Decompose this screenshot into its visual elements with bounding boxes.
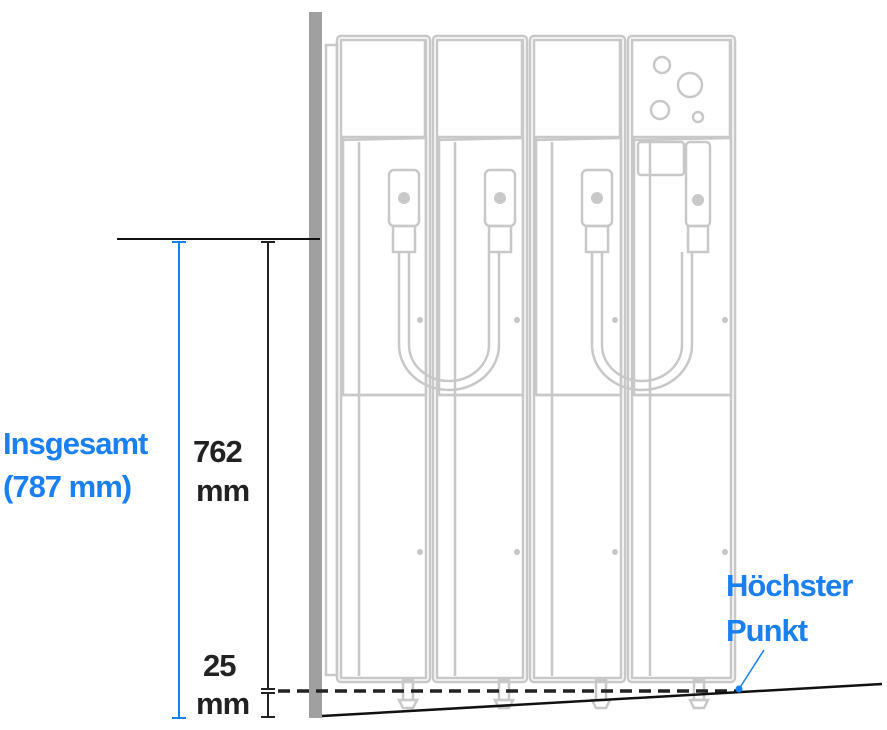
cabinet-top-panel [631, 40, 732, 142]
screw [514, 317, 520, 323]
gap-dimension-line [261, 692, 275, 718]
cable-loop-inner [407, 252, 491, 383]
cabinet-top-panel [533, 40, 622, 142]
height-dimension-line [261, 241, 275, 690]
height-value: 762 [193, 434, 242, 469]
screw [417, 549, 423, 555]
gap-unit: mm [196, 686, 249, 721]
cabinet-module [528, 34, 627, 684]
cable-loop [590, 252, 694, 392]
knockout-hole [649, 99, 671, 121]
connector-neck [487, 224, 513, 254]
cabinet-door [341, 135, 428, 397]
knockout-hole [652, 55, 672, 75]
total-height-label: Insgesamt [3, 426, 148, 461]
highest-point-label: Höchster [726, 568, 853, 603]
cable-loop [397, 252, 501, 392]
cabinet-door [437, 135, 525, 397]
cabinet-inner-frame [435, 38, 525, 680]
sloped-floor-line [321, 682, 883, 718]
cabinet-modules [324, 34, 737, 710]
connector-dot [692, 194, 704, 206]
connector-handle [684, 140, 712, 228]
cabinet-module [431, 34, 529, 684]
side-bracket [324, 43, 339, 677]
total-dimension-line [172, 241, 186, 719]
connector-dot [591, 192, 603, 204]
wall [309, 12, 322, 718]
height-unit: mm [196, 473, 249, 508]
cabinet-module [335, 34, 432, 684]
connector-dot [494, 192, 506, 204]
knockout-hole [691, 110, 705, 124]
screw [417, 317, 423, 323]
cabinet-foot-base [687, 698, 711, 710]
connector-neck [584, 224, 610, 254]
cabinet-door [534, 135, 623, 397]
cabinet-foot-base [396, 698, 420, 710]
gap-value: 25 [203, 648, 236, 683]
highest-point-leader-line [738, 649, 765, 690]
cabinet-inner-frame [532, 38, 623, 680]
screw [722, 317, 728, 323]
screw [612, 549, 618, 555]
connector-dot [398, 192, 410, 204]
cabinet-top-panel [436, 40, 524, 142]
cabinet-top-panel [340, 40, 427, 142]
connector-neck [686, 224, 710, 254]
knockout-hole [676, 71, 704, 99]
screw [612, 317, 618, 323]
cable-loop-inner [600, 252, 684, 383]
total-height-value: (787 mm) [3, 469, 131, 504]
screw [514, 549, 520, 555]
cabinet-module [626, 34, 737, 684]
screw [722, 549, 728, 555]
highest-point-label-line2: Punkt [726, 613, 808, 648]
cabinet-inner-frame [630, 38, 733, 680]
meter-window [636, 140, 686, 177]
connector-neck [391, 224, 417, 254]
